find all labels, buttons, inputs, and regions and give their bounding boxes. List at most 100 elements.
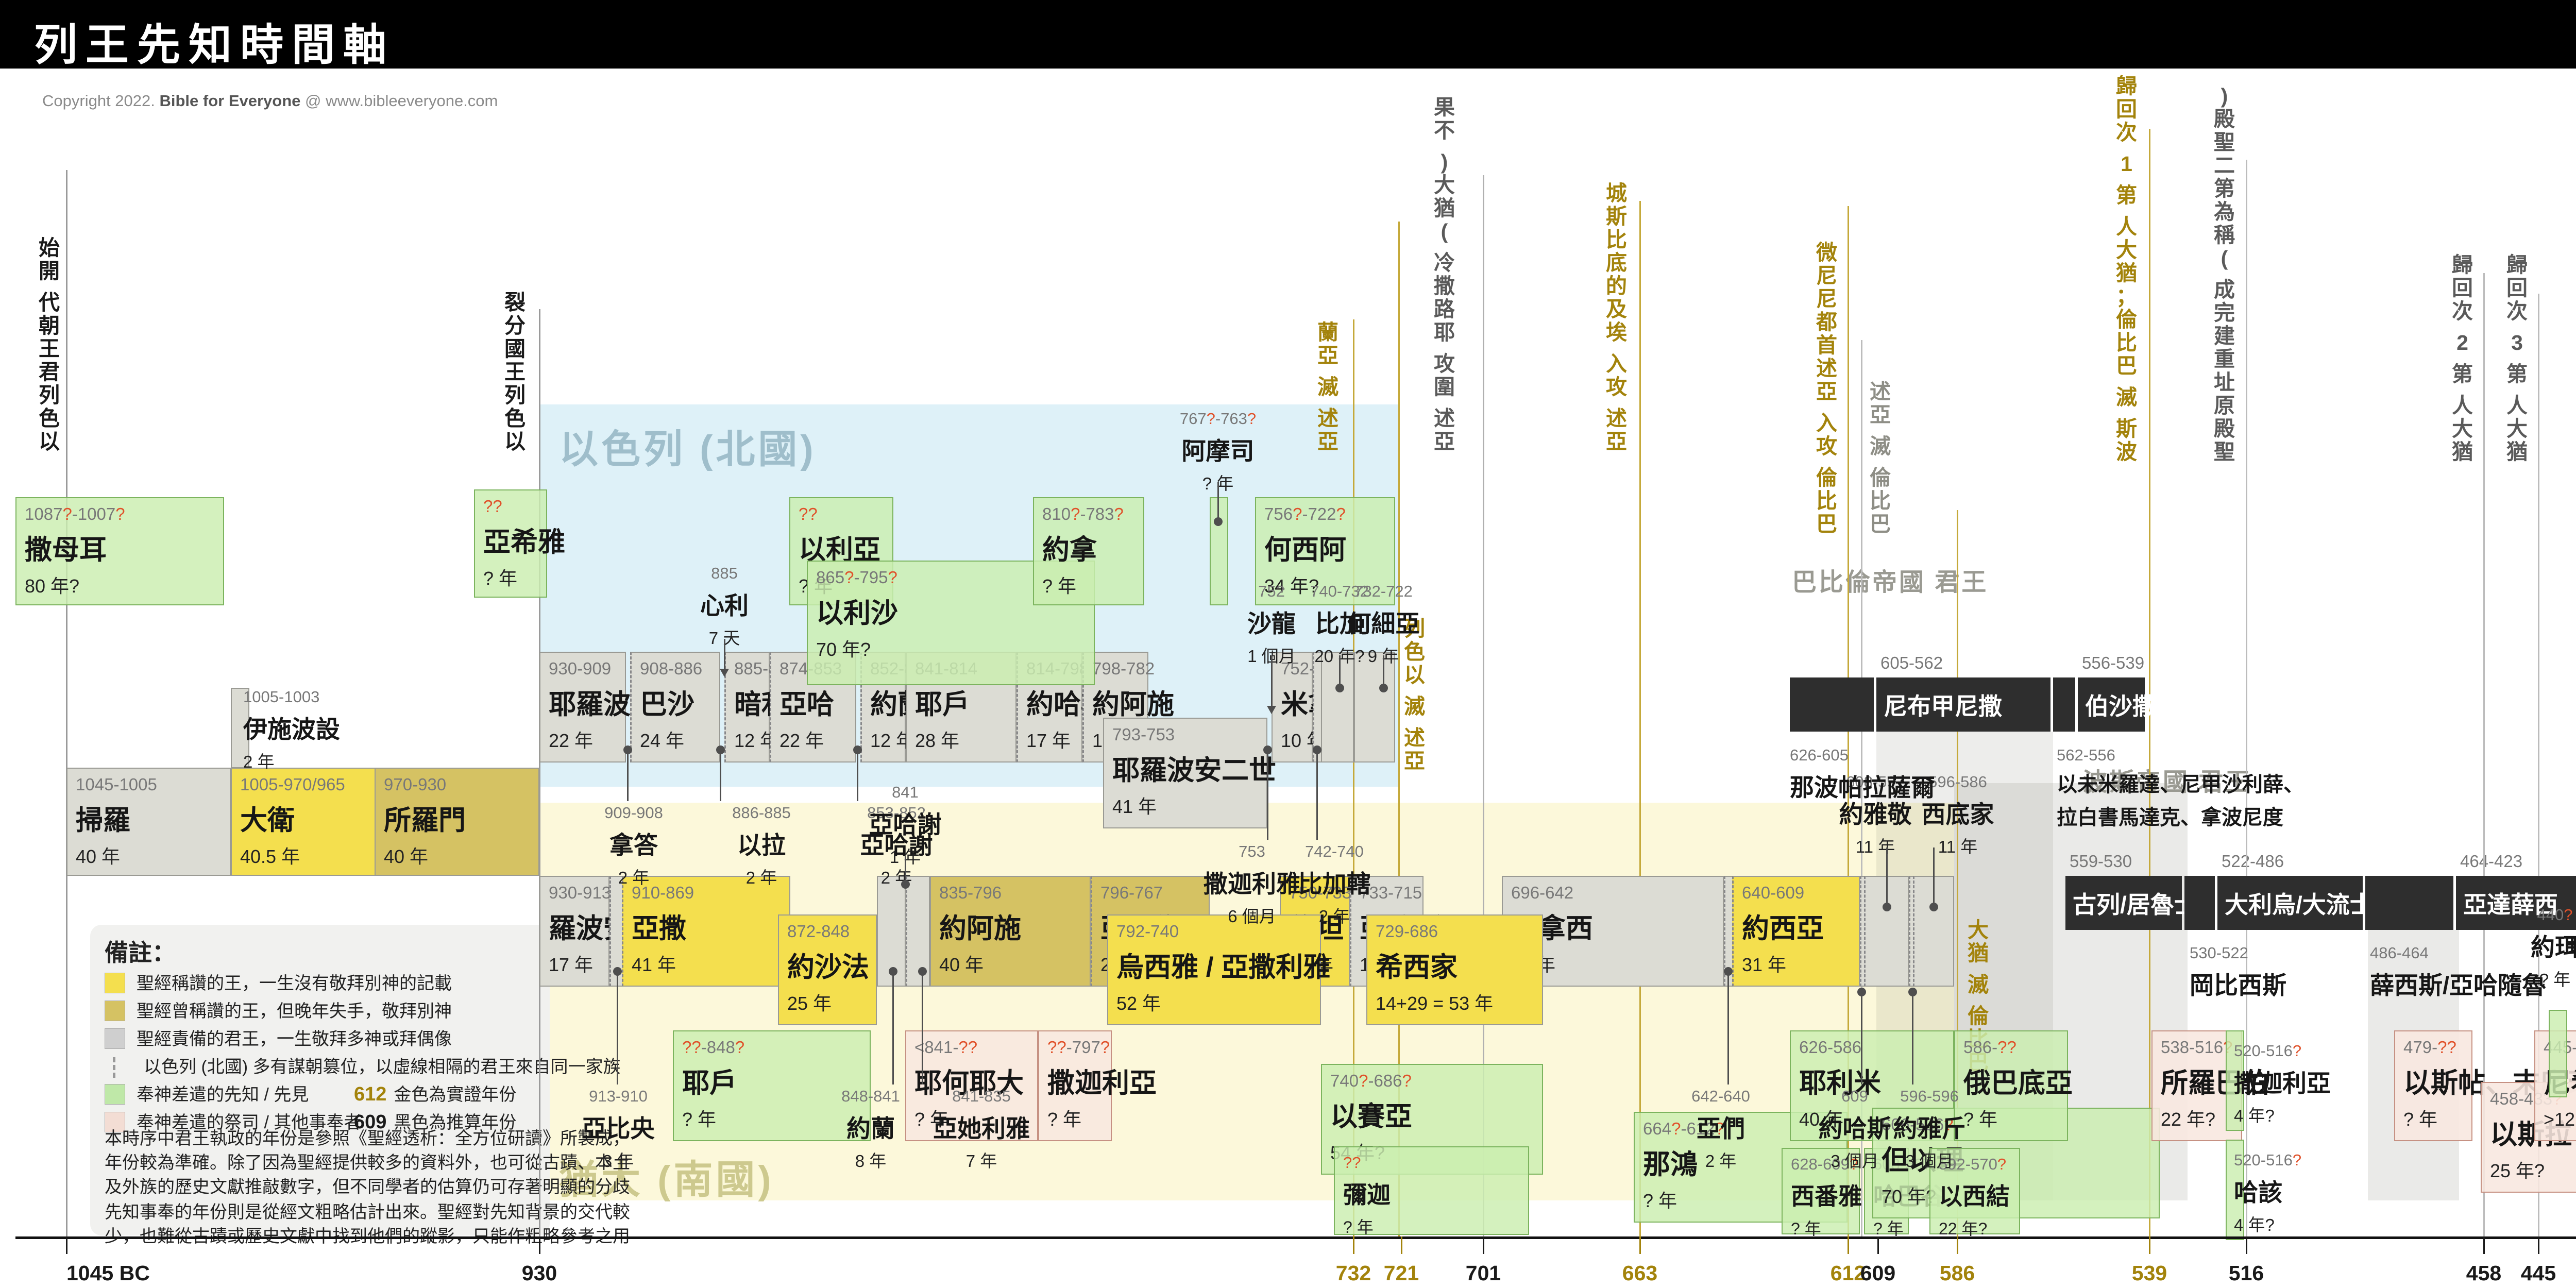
title-bar: [0, 0, 2576, 69]
box-dates: 810?-783?: [1042, 504, 1124, 523]
box-dates: 626-586: [1799, 1038, 1862, 1057]
box-duration: ? 年: [682, 1109, 717, 1130]
label-dates: 885: [711, 564, 738, 582]
empire-king-bar: [2184, 876, 2215, 930]
king-label: 440?約珥? 年: [2531, 906, 2576, 991]
label-duration: ? 年: [2539, 970, 2571, 989]
connector-dot: [918, 967, 927, 976]
prophet-box: ??彌迦? 年: [1334, 1146, 1529, 1236]
connector-stem: [1886, 848, 1888, 907]
connector-dot: [853, 745, 862, 754]
axis-tick: [1483, 1236, 1484, 1254]
event-label: 亞述攻入埃及的底比斯城: [1606, 181, 1627, 453]
label-dates: 853-852: [867, 804, 926, 822]
box-name: 希西家: [1376, 952, 1458, 982]
box-name: 亞希雅: [483, 527, 565, 557]
box-dates: ??: [483, 497, 502, 516]
label-duration: 4 年?: [2234, 1215, 2275, 1234]
event-line: [1861, 340, 1862, 1236]
box-name: 亞哈: [779, 689, 834, 720]
connector-stem: [1861, 992, 1862, 1084]
box-dates: 664?-612?: [1643, 1119, 1724, 1138]
label-name: 亞們: [1696, 1115, 1745, 1142]
box-name: 耶利米: [1799, 1068, 1881, 1098]
box-name: 約蘭: [870, 689, 925, 720]
box-duration: ? 年: [1643, 1190, 1677, 1211]
connector-dot: [901, 880, 910, 889]
connector-arrow: [720, 669, 729, 677]
box-dates: 1087?-1007?: [25, 504, 125, 523]
label-dates: 752: [1258, 582, 1285, 600]
box-duration: ? 年: [1791, 1219, 1821, 1238]
box-duration: 70 年?: [1882, 1186, 1937, 1207]
label-dates: 1005-1003: [243, 688, 320, 706]
empire-king-bar: 大利烏/大流士: [2217, 876, 2374, 930]
box-duration: 22 年?: [2161, 1109, 2216, 1130]
label-name: 以拉: [737, 832, 786, 859]
box-dates: 756?-722?: [1264, 504, 1346, 523]
box-name: 約拿: [1042, 535, 1097, 565]
label-name: 薛西斯/亞哈隨魯: [2370, 972, 2547, 999]
empire-king-bar: 尼布甲尼撒: [1876, 677, 2050, 732]
axis-tick-label: 721: [1383, 1261, 1419, 1285]
label-name: 亞哈謝: [860, 832, 933, 859]
label-name: 拿答: [609, 832, 658, 859]
box-name: 何西阿: [1264, 535, 1346, 565]
box-name: 俄巴底亞: [1963, 1068, 2073, 1098]
prophet-box: 628-609?西番雅? 年: [1782, 1148, 1862, 1238]
box-duration: 28 年: [915, 730, 960, 751]
connector-dot: [1263, 745, 1272, 754]
box-name: 約阿施: [939, 913, 1021, 944]
label-dates: 753: [1239, 842, 1265, 860]
empire-dates: 556-539: [2082, 653, 2145, 672]
box-name: 巴沙: [640, 689, 694, 720]
box-name: 撒母耳: [25, 535, 107, 565]
label-name: 哈該: [2234, 1179, 2282, 1206]
label-dates: 642-640: [1691, 1087, 1750, 1105]
event-label: 巴比倫滅亞述: [1870, 380, 1891, 536]
event-label: 聖殿原址重建完成(稱為第二聖殿): [2214, 84, 2235, 464]
axis-tick-label: 586: [1939, 1261, 1975, 1285]
label-dates: 520-516?: [2234, 1151, 2302, 1169]
box-dates: 479-??: [2403, 1038, 2456, 1057]
label-duration: 3 個月: [1831, 1151, 1879, 1171]
empire-king-bar: [1790, 677, 1874, 732]
legend-swatch: [105, 1084, 125, 1105]
box-duration: 41 年: [632, 954, 676, 975]
box-name: 約西亞: [1742, 913, 1824, 944]
connector-stem: [1933, 848, 1935, 907]
event-line: [1957, 510, 1958, 1236]
empire-king-bar: 伯沙撒: [2078, 677, 2156, 732]
connector-dot: [1883, 903, 1891, 911]
box-name: 那鴻: [1643, 1149, 1698, 1180]
box-duration: 40 年: [1799, 1109, 1844, 1130]
axis-tick: [1401, 1236, 1402, 1254]
box-duration: 22 年: [779, 730, 824, 751]
connector-dot: [1379, 684, 1388, 692]
label-duration: 3 年: [602, 1151, 634, 1171]
label-dates: 767?-763?: [1179, 410, 1257, 428]
axis-tick-label: 663: [1622, 1261, 1658, 1285]
king-box: [906, 876, 930, 987]
label-duration: 2 年: [243, 752, 275, 771]
label-dates: 520-516?: [2234, 1042, 2302, 1060]
event-label: 亞述圍攻耶路撒冷(猶大)不果: [1434, 95, 1455, 453]
connector-stem: [1316, 750, 1318, 840]
label-dates: 608-597: [1846, 773, 1905, 791]
box-name: 亞撒: [632, 913, 686, 944]
